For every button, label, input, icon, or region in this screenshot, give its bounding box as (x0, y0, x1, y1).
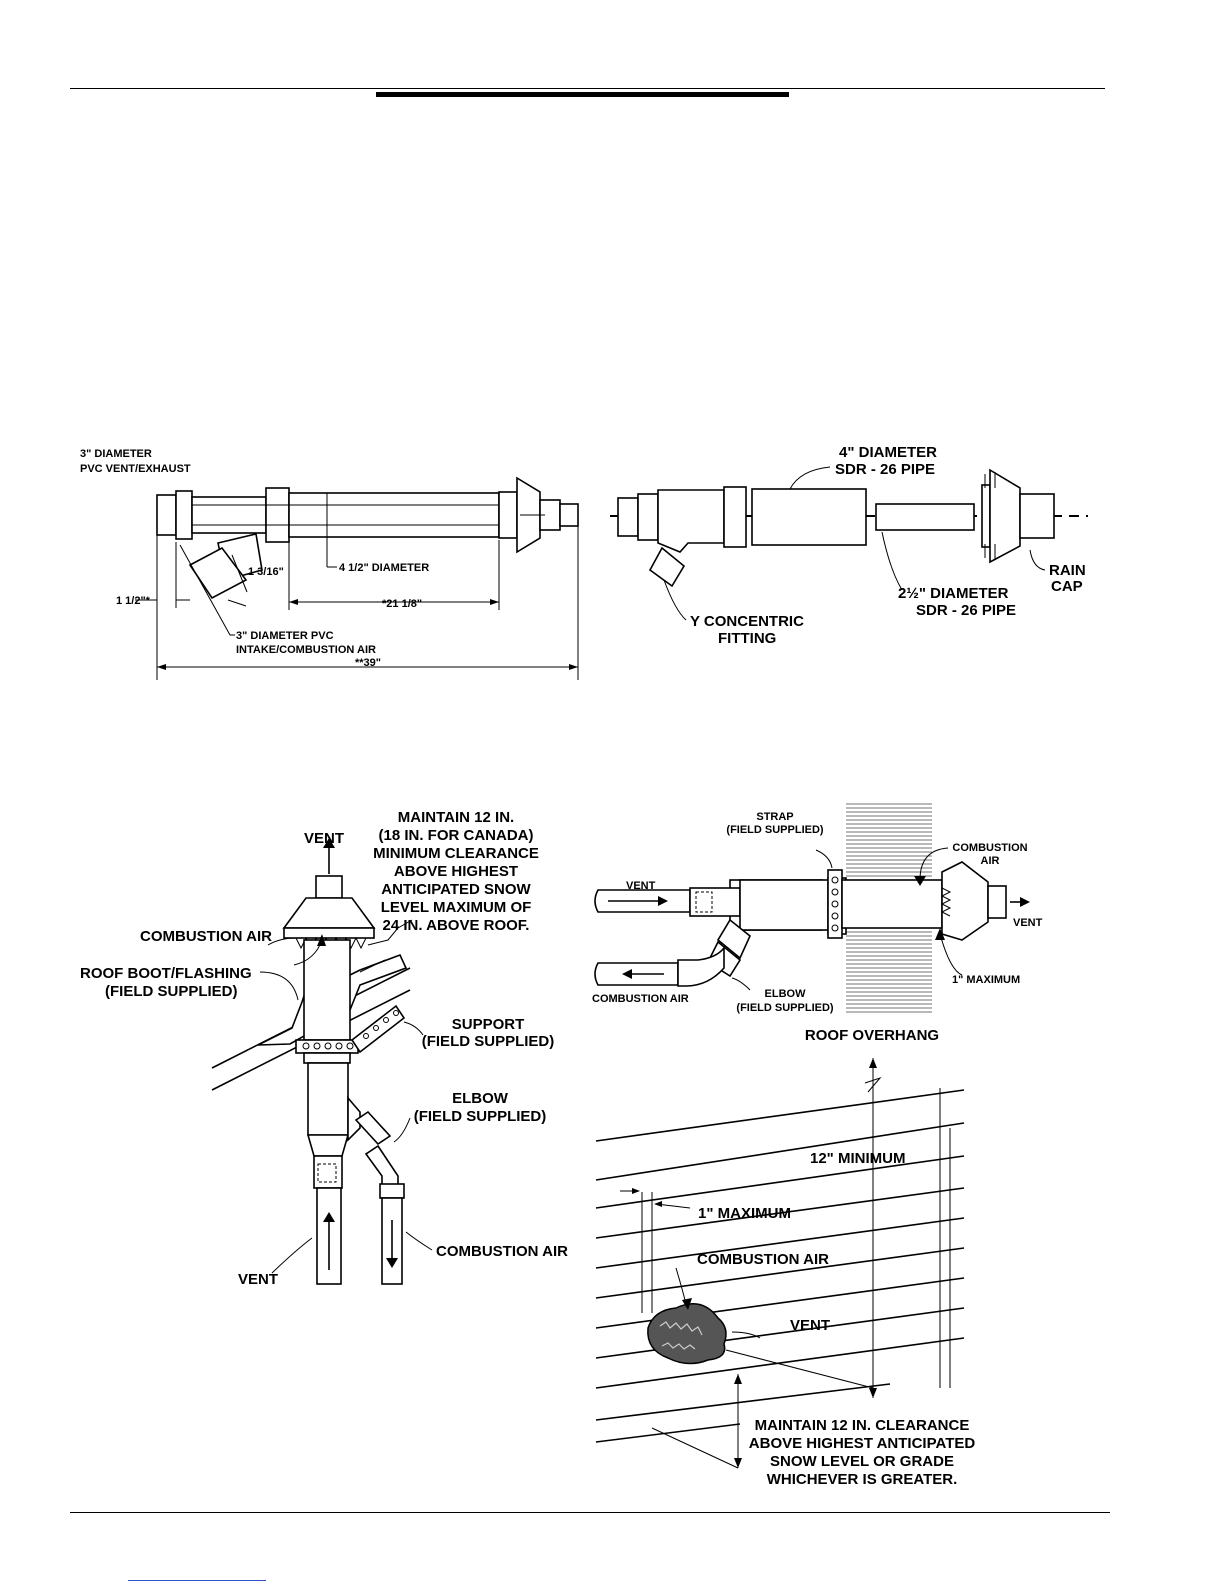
label-combustion: COMBUSTION (952, 842, 1027, 854)
label-12-minimum: 12" MINIMUM (810, 1150, 905, 1167)
vent-pipe-stack (282, 875, 405, 1285)
siding-lines (595, 1089, 965, 1443)
label-vent: VENT (790, 1317, 830, 1334)
label-vent-top: VENT (304, 830, 344, 847)
figure-sidewall-clearance: ROOF OVERHANG 12" MINIMUM 1" MAXIMUM COM… (595, 1027, 976, 1488)
label-dim-4-1-2-diameter: 4 1/2" DIAMETER (339, 562, 429, 574)
label-clearance-6: LEVEL MAXIMUM OF (381, 899, 532, 916)
label-rain: RAIN (1049, 562, 1086, 579)
label-4in-diameter: 4" DIAMETER (839, 444, 937, 461)
label-clearance-3: MINIMUM CLEARANCE (373, 845, 539, 862)
label-clearance-2: (18 IN. FOR CANADA) (378, 827, 533, 844)
label-y-concentric: Y CONCENTRIC (690, 613, 804, 630)
header-accent-bar (376, 92, 789, 97)
vent-termination (647, 1303, 727, 1365)
figure-horizontal-installation: STRAP (FIELD SUPPLIED) COMBUSTION AIR VE… (592, 802, 1043, 1016)
footer-link-underline[interactable] (128, 1580, 266, 1581)
label-note-4: WHICHEVER IS GREATER. (767, 1471, 958, 1488)
label-1-maximum: 1" MAXIMUM (698, 1205, 791, 1222)
label-strap-field: (FIELD SUPPLIED) (726, 824, 824, 836)
label-vent-right: VENT (1013, 917, 1043, 929)
y-concentric-fitting (617, 486, 747, 588)
label-vent-bottom: VENT (238, 1271, 278, 1288)
label-elbow: ELBOW (452, 1090, 509, 1107)
label-note-1: MAINTAIN 12 IN. CLEARANCE (755, 1417, 970, 1434)
header-rule (70, 88, 1105, 89)
label-combustion-air-top: COMBUSTION AIR (140, 928, 272, 945)
label-dim-21-1-8: *21 1/8" (382, 598, 422, 610)
label-dim-39: **39" (355, 657, 381, 669)
label-vent-exhaust: PVC VENT/EXHAUST (80, 463, 191, 475)
label-clearance-5: ANTICIPATED SNOW (381, 881, 531, 898)
label-roof-boot: ROOF BOOT/FLASHING (80, 965, 252, 982)
label-roof-overhang: ROOF OVERHANG (805, 1027, 939, 1044)
horizontal-pipes (594, 861, 1007, 987)
label-elbow: ELBOW (765, 988, 807, 1000)
footer-rule (70, 1512, 1110, 1513)
label-2-5-sdr: SDR - 26 PIPE (916, 602, 1016, 619)
label-support-field: (FIELD SUPPLIED) (422, 1033, 555, 1050)
label-fitting: FITTING (718, 630, 776, 647)
vent-kit-body (156, 476, 579, 600)
figure-vent-kit-dimensions: 3" DIAMETER PVC VENT/EXHAUST 1 3/16" 4 1… (80, 448, 579, 680)
label-combustion-air-word: AIR (981, 855, 1000, 867)
label-clearance-7: 24 IN. ABOVE ROOF. (383, 917, 530, 934)
label-2-5-diameter: 2½" DIAMETER (898, 585, 1009, 602)
label-dim-1-1-2: 1 1/2"* (116, 595, 151, 607)
label-vent-left: VENT (626, 880, 656, 892)
label-combustion-air-left: COMBUSTION AIR (592, 993, 689, 1005)
label-note-3: SNOW LEVEL OR GRADE (770, 1453, 954, 1470)
label-intake-combustion: INTAKE/COMBUSTION AIR (236, 644, 376, 656)
label-clearance-1: MAINTAIN 12 IN. (398, 809, 514, 826)
label-cap: CAP (1051, 578, 1083, 595)
label-note-2: ABOVE HIGHEST ANTICIPATED (749, 1435, 976, 1452)
label-strap: STRAP (756, 811, 793, 823)
label-intake-diameter: 3" DIAMETER PVC (236, 630, 334, 642)
label-support: SUPPORT (452, 1016, 525, 1033)
label-roof-boot-field: (FIELD SUPPLIED) (105, 983, 238, 1000)
figure-kit-components: 4" DIAMETER SDR - 26 PIPE RAIN CAP 2½" D… (610, 444, 1088, 647)
pipe-4-inch (751, 488, 867, 546)
figure-vertical-installation: VENT MAINTAIN 12 IN. (18 IN. FOR CANADA)… (80, 809, 568, 1288)
rain-cap (981, 468, 1055, 564)
label-combustion-air: COMBUSTION AIR (697, 1251, 829, 1268)
label-dim-1-3-16: 1 3/16" (248, 566, 284, 578)
label-4in-sdr: SDR - 26 PIPE (835, 461, 935, 478)
pipe-2-5-inch (875, 503, 975, 531)
label-combustion-air-bottom: COMBUSTION AIR (436, 1243, 568, 1260)
label-vent-diameter: 3" DIAMETER (80, 448, 152, 460)
label-1in-maximum: 1" MAXIMUM (952, 974, 1020, 986)
label-elbow-field: (FIELD SUPPLIED) (414, 1108, 547, 1125)
label-elbow-field: (FIELD SUPPLIED) (736, 1002, 834, 1014)
label-clearance-4: ABOVE HIGHEST (394, 863, 518, 880)
